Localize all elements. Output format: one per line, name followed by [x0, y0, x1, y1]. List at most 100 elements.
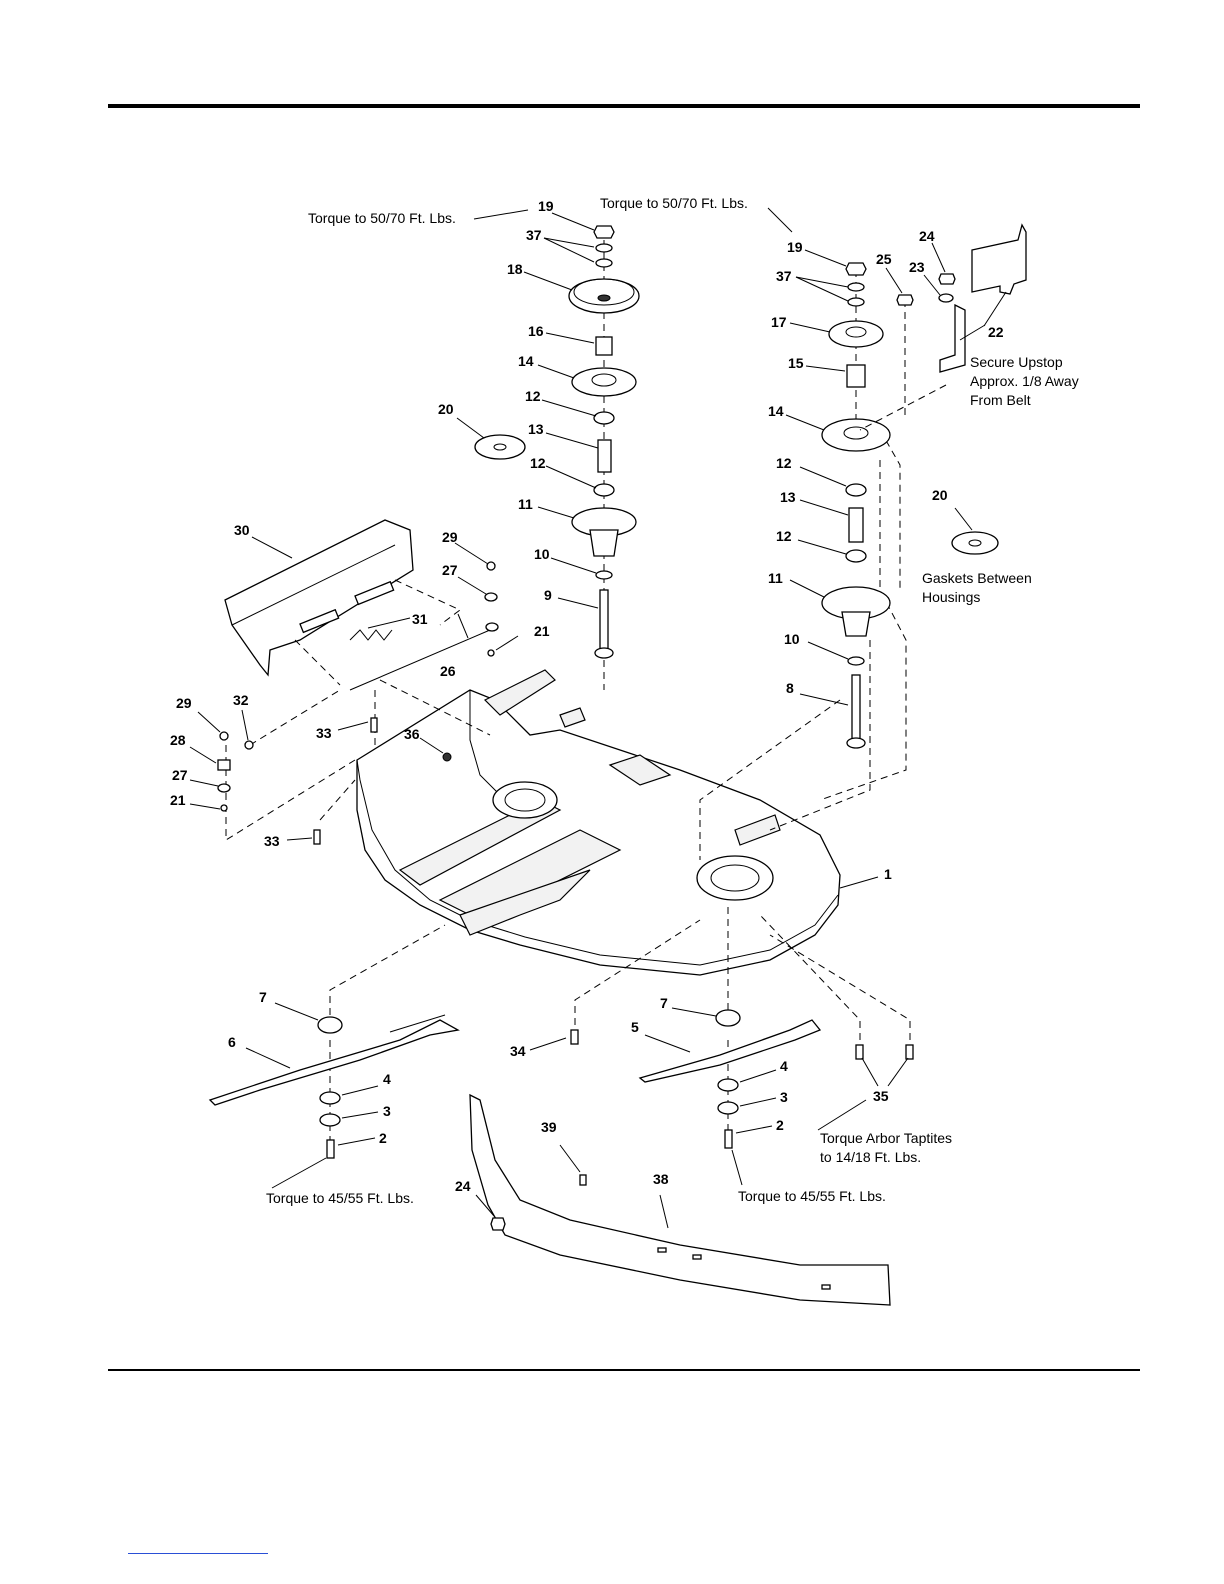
- callout-33: 33: [316, 725, 332, 741]
- callout-18: 18: [507, 261, 523, 277]
- leader-lines: [189, 207, 1007, 1229]
- callout-7: 7: [259, 989, 267, 1005]
- callout-30: 30: [234, 522, 250, 538]
- left-blade-assembly: [208, 924, 460, 1159]
- note-torque-right-pulley: Torque to 50/70 Ft. Lbs.: [600, 195, 748, 211]
- callout-11: 11: [518, 496, 533, 512]
- callout-8: 8: [786, 680, 794, 696]
- right-blade-assembly: [570, 905, 914, 1149]
- callout-31: 31: [412, 611, 428, 627]
- callout-35: 35: [873, 1088, 889, 1104]
- callout-2: 2: [379, 1130, 387, 1146]
- callout-13: 13: [780, 489, 796, 505]
- left-hardware: [217, 689, 452, 845]
- callout-27: 27: [172, 767, 188, 783]
- housing-14-left: [571, 367, 637, 397]
- note-torque-right-blade: Torque to 45/55 Ft. Lbs.: [738, 1188, 886, 1204]
- callout-9: 9: [544, 587, 552, 603]
- callout-39: 39: [541, 1119, 557, 1135]
- callout-10: 10: [784, 631, 800, 647]
- note-upstop-3: From Belt: [970, 392, 1031, 408]
- blade-5: [638, 1019, 822, 1083]
- callout-12: 12: [776, 528, 792, 544]
- callout-20: 20: [438, 401, 454, 417]
- callout-29: 29: [442, 529, 458, 545]
- callout-7: 7: [660, 995, 668, 1011]
- note-taptites-1: Torque Arbor Taptites: [820, 1130, 952, 1146]
- bumper-assembly: [469, 1093, 891, 1306]
- note-upstop-1: Secure Upstop: [970, 354, 1063, 370]
- nut-29-top: [486, 561, 496, 571]
- spacer-16: [595, 336, 613, 356]
- right-spindle-assembly: [699, 223, 1027, 860]
- nut-19-left: [593, 225, 615, 239]
- chute-30: [224, 519, 414, 677]
- callout-16: 16: [528, 323, 544, 339]
- note-upstop-2: Approx. 1/8 Away: [970, 373, 1079, 389]
- callout-13: 13: [528, 421, 544, 437]
- callout-12: 12: [525, 388, 541, 404]
- callout-14: 14: [518, 353, 534, 369]
- callout-25: 25: [876, 251, 892, 267]
- callout-27: 27: [442, 562, 458, 578]
- callout-19: 19: [787, 239, 803, 255]
- callout-5: 5: [631, 1019, 639, 1035]
- deck-housing: [356, 669, 841, 976]
- note-taptites-2: to 14/18 Ft. Lbs.: [820, 1149, 921, 1165]
- washer-37-left-b: [595, 258, 613, 268]
- upstop-bracket-22: [939, 303, 966, 373]
- callout-26: 26: [440, 663, 456, 679]
- hub-7-right: [715, 1009, 741, 1027]
- spacer-13-left: [597, 439, 612, 473]
- callout-36: 36: [404, 726, 420, 742]
- callout-37: 37: [776, 268, 792, 284]
- callout-12: 12: [776, 455, 792, 471]
- callout-3: 3: [780, 1089, 788, 1105]
- shaft-9: [599, 589, 609, 651]
- note-torque-left-blade: Torque to 45/55 Ft. Lbs.: [266, 1190, 414, 1206]
- left-spindle-assembly: [474, 225, 640, 690]
- callout-4: 4: [780, 1058, 788, 1074]
- housing-14-right: [821, 418, 891, 452]
- note-gaskets-2: Housings: [922, 589, 980, 605]
- callout-19: 19: [538, 198, 554, 214]
- hub-7-left: [317, 1016, 343, 1034]
- header-rule: [108, 104, 1140, 108]
- callout-21: 21: [534, 623, 550, 639]
- callout-4: 4: [383, 1071, 391, 1087]
- footer-link-underline[interactable]: [128, 1553, 268, 1554]
- callout-28: 28: [170, 732, 186, 748]
- callout-32: 32: [233, 692, 249, 708]
- callout-1: 1: [884, 866, 892, 882]
- part-callouts: 19 37 18 16 14 12 13 12 20 11 10 9 30 29…: [170, 198, 1004, 1194]
- callout-14: 14: [768, 403, 784, 419]
- nut-19-right: [845, 262, 867, 276]
- washer-3-left: [319, 1113, 341, 1127]
- callout-6: 6: [228, 1034, 236, 1050]
- footer-rule: [108, 1369, 1140, 1371]
- gasket-20-left: [474, 434, 526, 460]
- assembly-notes: Torque to 50/70 Ft. Lbs. Torque to 50/70…: [266, 195, 1079, 1206]
- blade-6: [208, 1019, 460, 1106]
- callout-21: 21: [170, 792, 186, 808]
- callout-24: 24: [455, 1178, 471, 1194]
- note-torque-left-pulley: Torque to 50/70 Ft. Lbs.: [308, 210, 456, 226]
- callout-29: 29: [176, 695, 192, 711]
- washer-4-left: [319, 1091, 341, 1105]
- spacer-13-right: [848, 507, 864, 543]
- discharge-chute-assembly: [224, 519, 499, 736]
- callout-10: 10: [534, 546, 550, 562]
- callout-33: 33: [264, 833, 280, 849]
- callout-15: 15: [788, 355, 804, 371]
- pulley-17: [828, 320, 884, 348]
- callout-20: 20: [932, 487, 948, 503]
- callout-22: 22: [988, 324, 1004, 340]
- seal-10-left: [595, 570, 613, 580]
- callout-38: 38: [653, 1171, 669, 1187]
- upstop-22: [971, 223, 1027, 295]
- spacer-15: [846, 364, 866, 388]
- note-gaskets-1: Gaskets Between: [922, 570, 1032, 586]
- callout-2: 2: [776, 1117, 784, 1133]
- washer-37-left-a: [595, 243, 613, 253]
